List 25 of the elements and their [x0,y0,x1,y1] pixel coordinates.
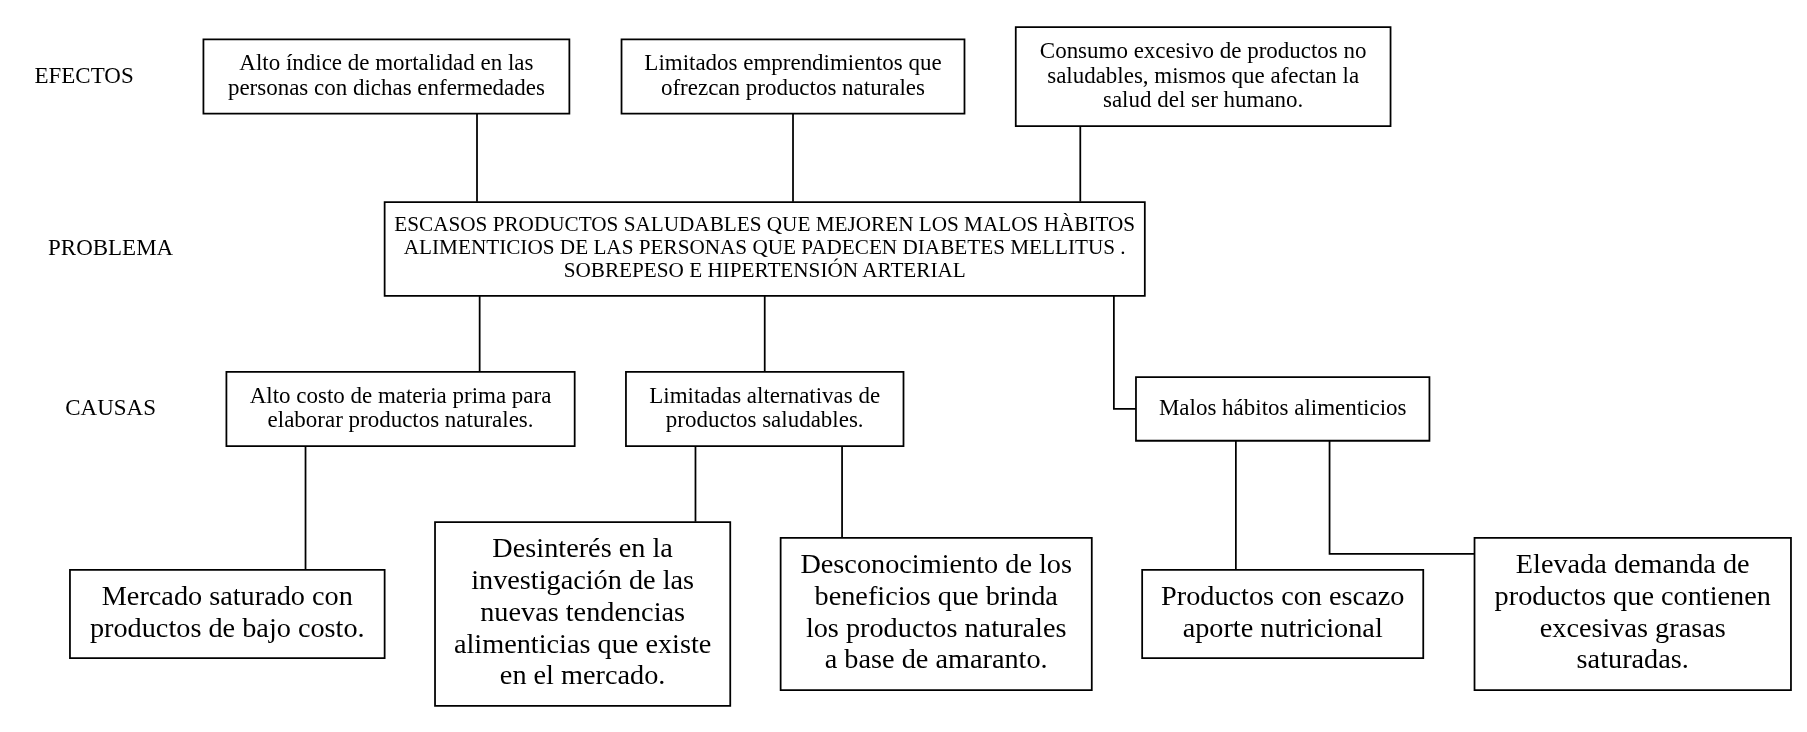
node-box: Consumo excesivo de productos no saludables, mismos que afectan la salud del ser humano. [1014,25,1392,127]
node-box: Productos con escazo aporte nutricional [1141,568,1425,659]
connector [1079,125,1082,202]
connector [478,294,481,373]
node-box: Mercado saturado con productos de bajo costo. [69,568,386,659]
label: CAUSAS [65,394,156,420]
node-box: Alto índice de mortalidad en las personas con dichas enfermedades [202,38,571,115]
label: EFECTOS [34,62,134,88]
connector [1234,439,1237,570]
node-box: Elevada demanda de productos que contienen excesivas grasas saturadas. [1473,536,1792,691]
label: PROBLEMA [48,234,174,260]
node-box: Alto costo de materia prima para elaborar productos naturales. [225,370,576,447]
connector [792,112,794,203]
node-box: ESCASOS PRODUCTOS SALUDABLES QUE MEJOREN LOS MALOS HÀBITOS ALIMENTICIOS DE LAS PERSONAS QUE PADECEN DIABETES MELLITUS . SOBREPESO E HIPERTENSIÓN ARTERIAL [383,200,1146,297]
connector [304,444,307,570]
connector [841,444,843,538]
connector [1328,439,1476,555]
node-box: Malos hábitos alimenticios [1135,375,1431,442]
node-box: Desinterés en la investigación de las nuevas tendencias alimenticias que existe en el mercado. [434,520,732,707]
node-box: Limitadas alternativas de productos saludables. [625,370,905,447]
node-box: Limitados emprendimientos que ofrezcan productos naturales [620,38,966,115]
connector [476,112,478,203]
node-box: Desconocimiento de los beneficios que brinda los productos naturales a base de amaranto. [779,536,1093,691]
connector [694,444,697,523]
connector [763,294,766,373]
